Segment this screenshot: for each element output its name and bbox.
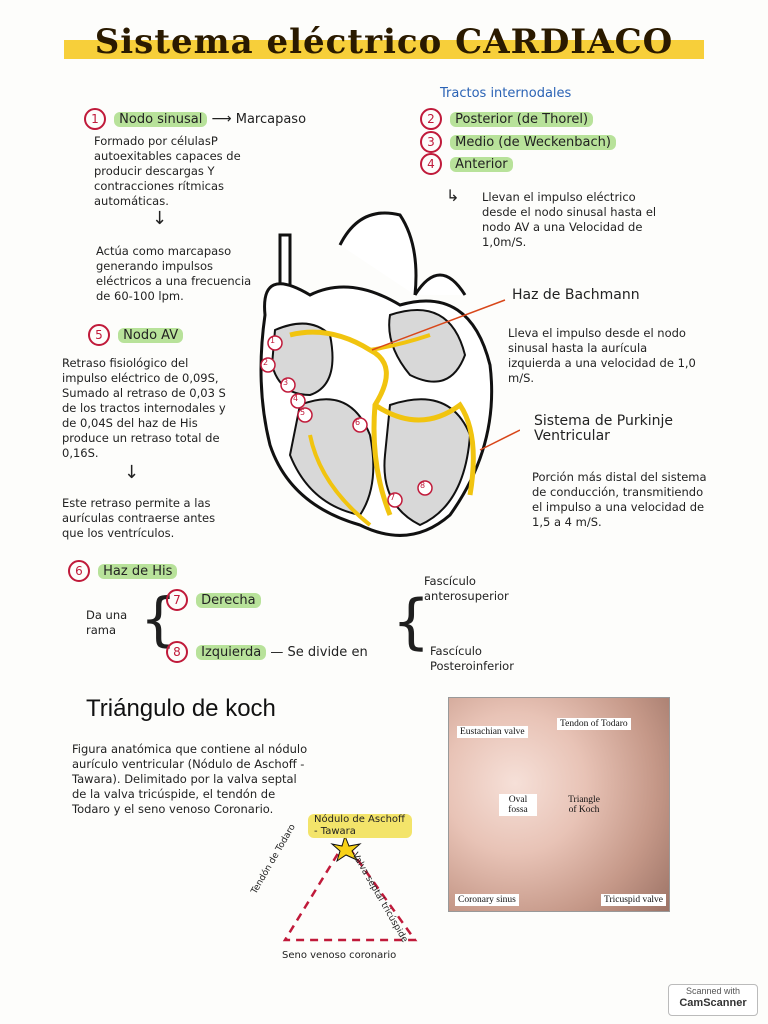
nodo-av-label: Nodo AV bbox=[118, 328, 184, 343]
derecha-label: Derecha bbox=[196, 593, 261, 608]
number-badge: 4 bbox=[420, 153, 442, 175]
fasciculo-posteroinferior: Fascículo Posteroinferior bbox=[430, 644, 514, 673]
izquierda-label: Izquierda bbox=[196, 645, 267, 660]
bachmann-desc: Lleva el impulso desde el nodo sinusal h… bbox=[508, 326, 696, 385]
heart-label-1: 1 bbox=[270, 336, 276, 345]
tracto-anterior: 4 Anterior bbox=[420, 153, 513, 175]
rama-derecha: 7 Derecha bbox=[166, 589, 261, 611]
number-badge: 6 bbox=[68, 560, 90, 582]
purkinje-desc: Porción más distal del sistema de conduc… bbox=[532, 470, 707, 529]
tractos-title: Tractos internodales bbox=[440, 86, 572, 101]
arrow-down-icon: ↓ bbox=[152, 208, 168, 229]
anterior-label: Anterior bbox=[450, 157, 513, 172]
aschoff-tawara-label: Nódulo de Aschoff - Tawara bbox=[308, 814, 412, 838]
fasciculo-anterosuperior: Fascículo anterosuperior bbox=[424, 574, 509, 603]
koch-anatomy-photo: Eustachian valve Tendon of Todaro Oval f… bbox=[448, 697, 670, 912]
seno-venoso-label: Seno venoso coronario bbox=[282, 950, 397, 961]
arrow-right-icon: ↳ bbox=[446, 186, 460, 205]
number-badge: 5 bbox=[88, 324, 110, 346]
tricuspid-valve-label: Tricuspid valve bbox=[601, 894, 667, 906]
heart-label-6: 6 bbox=[355, 418, 361, 427]
nodo-av-desc: Retraso fisiológico del impulso eléctric… bbox=[62, 356, 226, 460]
oval-fossa-label: Oval fossa bbox=[499, 794, 537, 816]
koch-desc: Figura anatómica que contiene al nódulo … bbox=[72, 742, 308, 816]
arrow-down-icon: ↓ bbox=[124, 462, 140, 483]
scanner-line2: CamScanner bbox=[679, 997, 747, 1009]
tracto-posterior: 2 Posterior (de Thorel) bbox=[420, 108, 594, 130]
purkinje-title: Sistema de Purkinje Ventricular bbox=[534, 413, 673, 444]
rama-izquierda: 8 Izquierda — Se divide en bbox=[166, 641, 368, 663]
heart-label-4: 4 bbox=[293, 394, 299, 403]
nodo-av-heading: 5 Nodo AV bbox=[88, 324, 184, 346]
tendon-todaro-photo-label: Tendon of Todaro bbox=[557, 718, 631, 730]
number-badge: 7 bbox=[166, 589, 188, 611]
bachmann-title: Haz de Bachmann bbox=[512, 287, 640, 303]
tractos-desc: Llevan el impulso eléctrico desde el nod… bbox=[482, 190, 657, 249]
nodo-sinusal-heading: 1 Nodo sinusal ⟶ Marcapaso bbox=[84, 108, 306, 130]
da-una-rama: Da una rama bbox=[86, 608, 128, 637]
number-badge: 3 bbox=[420, 131, 442, 153]
posterior-label: Posterior (de Thorel) bbox=[450, 112, 594, 127]
heart-diagram bbox=[259, 211, 520, 537]
heart-label-7: 7 bbox=[390, 493, 396, 502]
nodo-sinusal-desc: Formado por célulasP autoexitables capac… bbox=[94, 134, 241, 208]
coronary-sinus-label: Coronary sinus bbox=[455, 894, 519, 906]
heart-label-3: 3 bbox=[283, 378, 289, 387]
medio-label: Medio (de Weckenbach) bbox=[450, 135, 616, 150]
number-badge: 1 bbox=[84, 108, 106, 130]
page-title: Sistema eléctrico CARDIACO bbox=[64, 22, 704, 62]
koch-triangle-diagram bbox=[282, 834, 418, 942]
nodo-sinusal-desc2: Actúa como marcapaso generando impulsos … bbox=[96, 244, 252, 303]
brace-icon: { bbox=[392, 587, 431, 657]
triangle-koch-label: Triangle of Koch bbox=[568, 795, 600, 815]
haz-his-heading: 6 Haz de His bbox=[68, 560, 178, 582]
koch-title: Triángulo de koch bbox=[86, 695, 276, 722]
tracto-medio: 3 Medio (de Weckenbach) bbox=[420, 131, 616, 153]
nodo-av-desc2: Este retraso permite a las aurículas con… bbox=[62, 496, 216, 540]
eustachian-label: Eustachian valve bbox=[457, 726, 528, 738]
marcapaso-label: Marcapaso bbox=[235, 112, 307, 127]
heart-label-2: 2 bbox=[263, 358, 269, 367]
number-badge: 8 bbox=[166, 641, 188, 663]
haz-his-label: Haz de His bbox=[98, 564, 178, 579]
heart-label-8: 8 bbox=[420, 481, 426, 490]
heart-label-5: 5 bbox=[300, 408, 306, 417]
camscanner-badge: Scanned with CamScanner bbox=[668, 984, 758, 1016]
scanner-line1: Scanned with bbox=[685, 986, 741, 996]
se-divide-en: — Se divide en bbox=[270, 645, 368, 660]
nodo-sinusal-label: Nodo sinusal bbox=[114, 112, 208, 127]
number-badge: 2 bbox=[420, 108, 442, 130]
arrow-right-icon: ⟶ bbox=[211, 111, 232, 127]
